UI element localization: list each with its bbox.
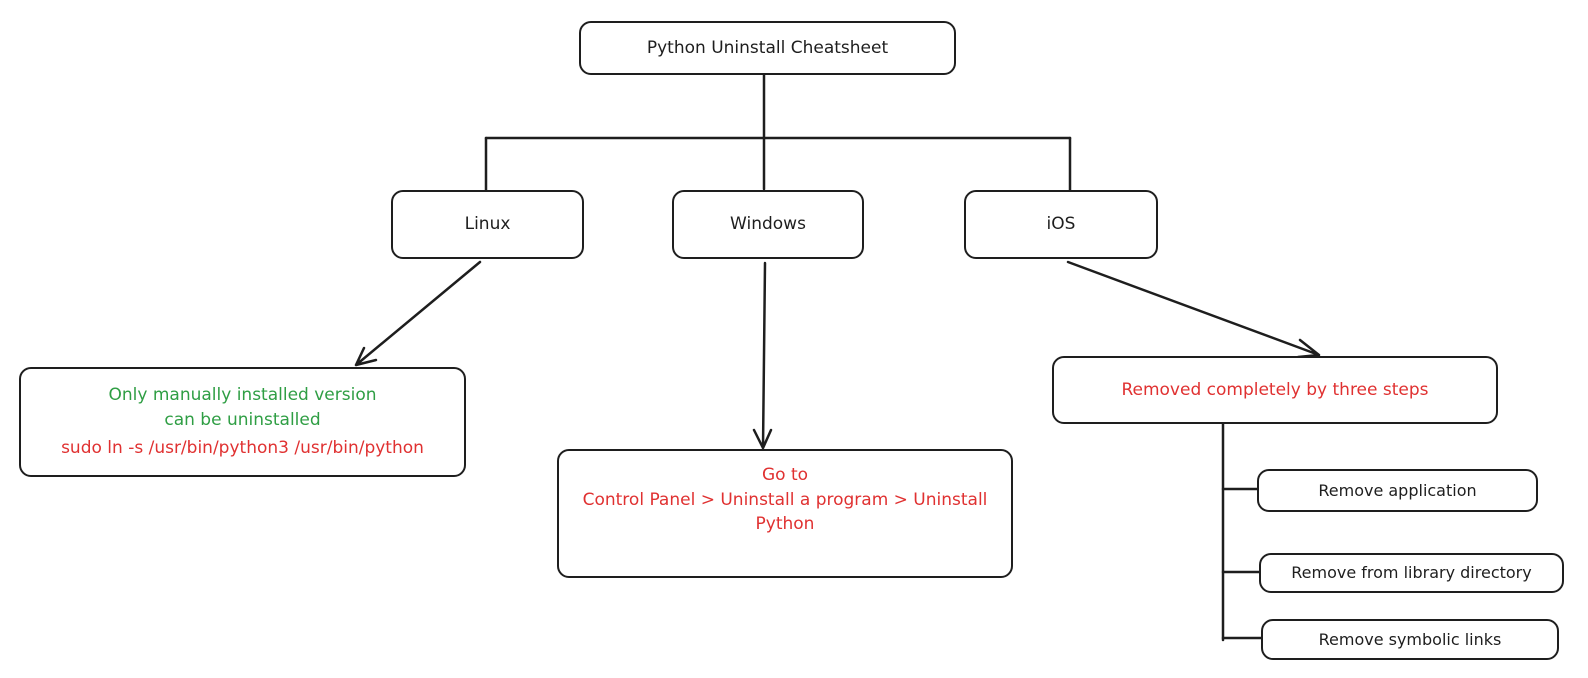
root-node: Python Uninstall Cheatsheet [579,21,956,75]
windows-node: Windows [672,190,864,259]
windows-label: Windows [730,214,806,235]
ios-step-label: Remove symbolic links [1318,629,1502,649]
ios-label: iOS [1046,214,1076,235]
linux-arrow [354,260,482,367]
windows-arrow [752,261,773,450]
ios-step-remove-library: Remove from library directory [1259,553,1564,593]
linux-note-line2: can be uninstalled [164,409,321,430]
ios-step-label: Remove from library directory [1291,563,1532,583]
ios-step-label: Remove application [1318,480,1477,500]
root-title: Python Uninstall Cheatsheet [646,37,889,58]
ios-summary-node: Removed completely by three steps [1052,356,1498,424]
ios-summary-text: Removed completely by three steps [1121,379,1429,400]
windows-note: Go to Control Panel > Uninstall a progra… [557,449,1013,578]
ios-arrow [1066,260,1321,359]
linux-note-line1: Only manually installed version [108,385,377,406]
ios-step-remove-symlinks: Remove symbolic links [1261,619,1559,660]
linux-label: Linux [464,214,511,235]
windows-line2: Control Panel > Uninstall a program > Un… [582,489,988,510]
windows-line1: Go to [761,465,809,485]
linux-node: Linux [391,190,584,259]
ios-node: iOS [964,190,1158,259]
windows-line3: Python [755,514,815,535]
linux-command: sudo ln -s /usr/bin/python3 /usr/bin/pyt… [61,438,424,459]
ios-step-remove-application: Remove application [1257,469,1538,512]
linux-note: Only manually installed version can be u… [19,367,466,477]
